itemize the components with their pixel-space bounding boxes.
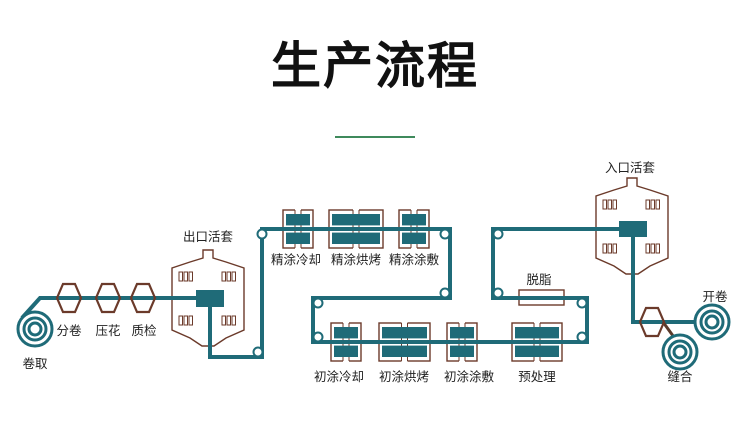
exit-accumulator-roller [231, 271, 236, 282]
finish-cooling-unit-heater-bottom [286, 232, 310, 244]
entry-accumulator-carriage [619, 221, 647, 237]
guide-roller [439, 287, 451, 299]
finish-baking-unit-heater-top [332, 214, 380, 226]
guide-roller [576, 297, 588, 309]
stitching-coil-ring [672, 344, 688, 360]
prime-cooling-unit-heater-top [334, 327, 358, 339]
pretreatment-unit-heater-bottom [515, 345, 559, 357]
entry-accumulator-roller [612, 243, 617, 254]
finish-baking-unit-notch [353, 244, 359, 249]
label-entry-accumulator: 入口活套 [605, 160, 656, 175]
uncoiler-coil-ring [704, 314, 720, 330]
exit-accumulator-roller [183, 315, 188, 326]
label-exit-accumulator: 出口活套 [183, 229, 234, 244]
finish-cooling-unit-notch [295, 209, 301, 214]
label-pretreatment: 预处理 [518, 369, 556, 384]
label-finish-baking: 精涂烘烤 [331, 252, 381, 267]
finish-cooling-unit-notch [295, 244, 301, 249]
prime-baking-unit-heater-top [382, 327, 427, 339]
finish-baking-unit-heater-bottom [332, 232, 380, 244]
finish-coating-unit-heater-top [402, 214, 426, 226]
label-prime-coating: 初涂涂敷 [444, 369, 495, 384]
pretreatment-unit-heater-top [515, 327, 559, 339]
pretreatment-unit-notch [534, 322, 540, 327]
prime-coating-unit-notch [459, 357, 465, 362]
prime-cooling-unit-notch [343, 357, 349, 362]
finish-coating-unit-notch [411, 209, 417, 214]
recoiler-coil-ring [22, 316, 48, 342]
entry-accumulator-roller [607, 243, 612, 254]
entry-accumulator-roller [602, 243, 607, 254]
guide-roller [252, 346, 264, 358]
guide-roller [312, 297, 324, 309]
page-title: 生产流程 [271, 37, 479, 95]
pretreatment-unit-notch [534, 357, 540, 362]
guide-roller [439, 228, 451, 240]
label-emboss: 压花 [95, 323, 120, 338]
entry-accumulator-roller [655, 243, 660, 254]
guide-roller [492, 228, 504, 240]
guide-roller [576, 331, 588, 343]
label-prime-cooling: 初涂冷却 [314, 369, 364, 384]
exit-accumulator-roller [188, 315, 193, 326]
label-stitching: 缝合 [667, 369, 693, 384]
label-degreasing: 脱脂 [526, 272, 551, 287]
prime-coating-unit-heater-top [450, 327, 474, 339]
exit-accumulator-roller [183, 271, 188, 282]
stitching-coil-ring [667, 339, 693, 365]
inspection-roller [129, 282, 157, 314]
label-uncoiler: 开卷 [702, 289, 728, 304]
guide-roller [492, 287, 504, 299]
finish-baking-unit-notch [353, 209, 359, 214]
exit-accumulator-roller [226, 315, 231, 326]
prime-cooling-unit-heater-bottom [334, 345, 358, 357]
label-inspection: 质检 [131, 323, 157, 338]
prime-coating-unit-notch [459, 322, 465, 327]
exit-accumulator-roller [188, 271, 193, 282]
entry-accumulator-roller [602, 199, 607, 210]
finish-coating-unit-heater-bottom [402, 232, 426, 244]
steel-strip-line [20, 227, 712, 359]
entry-accumulator-roller [655, 199, 660, 210]
prime-baking-unit-notch [401, 322, 408, 327]
prime-baking-unit-heater-bottom [382, 345, 427, 357]
label-recoiler: 卷取 [22, 356, 48, 371]
exit-accumulator-roller [178, 271, 183, 282]
finish-cooling-unit-heater-top [286, 214, 310, 226]
entry-accumulator-roller [645, 243, 650, 254]
label-finish-coating: 精涂涂敷 [389, 252, 440, 267]
label-finish-cooling: 精涂冷却 [271, 252, 321, 267]
exit-accumulator-roller [221, 315, 226, 326]
exit-accumulator-roller [231, 315, 236, 326]
finish-coating-unit-notch [411, 244, 417, 249]
split-coil-roller [55, 282, 83, 314]
entry-accumulator-roller [612, 199, 617, 210]
entry-accumulator-roller [650, 243, 655, 254]
exit-accumulator-roller [221, 271, 226, 282]
uncoiler-coil-ring [699, 309, 725, 335]
exit-accumulator-roller [178, 315, 183, 326]
prime-cooling-unit-notch [343, 322, 349, 327]
entry-accumulator-roller [650, 199, 655, 210]
prime-coating-unit-heater-bottom [450, 345, 474, 357]
entry-accumulator-roller [607, 199, 612, 210]
guide-roller [256, 228, 268, 240]
guide-roller [312, 331, 324, 343]
prime-baking-unit-notch [401, 357, 408, 362]
stitching-roller [638, 306, 666, 338]
emboss-roller [94, 282, 122, 314]
title-divider [335, 136, 415, 138]
exit-accumulator-roller [226, 271, 231, 282]
label-prime-baking: 初涂烘烤 [379, 369, 429, 384]
label-split-coil: 分卷 [56, 323, 82, 338]
recoiler-coil-ring [27, 321, 43, 337]
exit-accumulator-carriage [196, 290, 224, 307]
entry-accumulator-roller [645, 199, 650, 210]
